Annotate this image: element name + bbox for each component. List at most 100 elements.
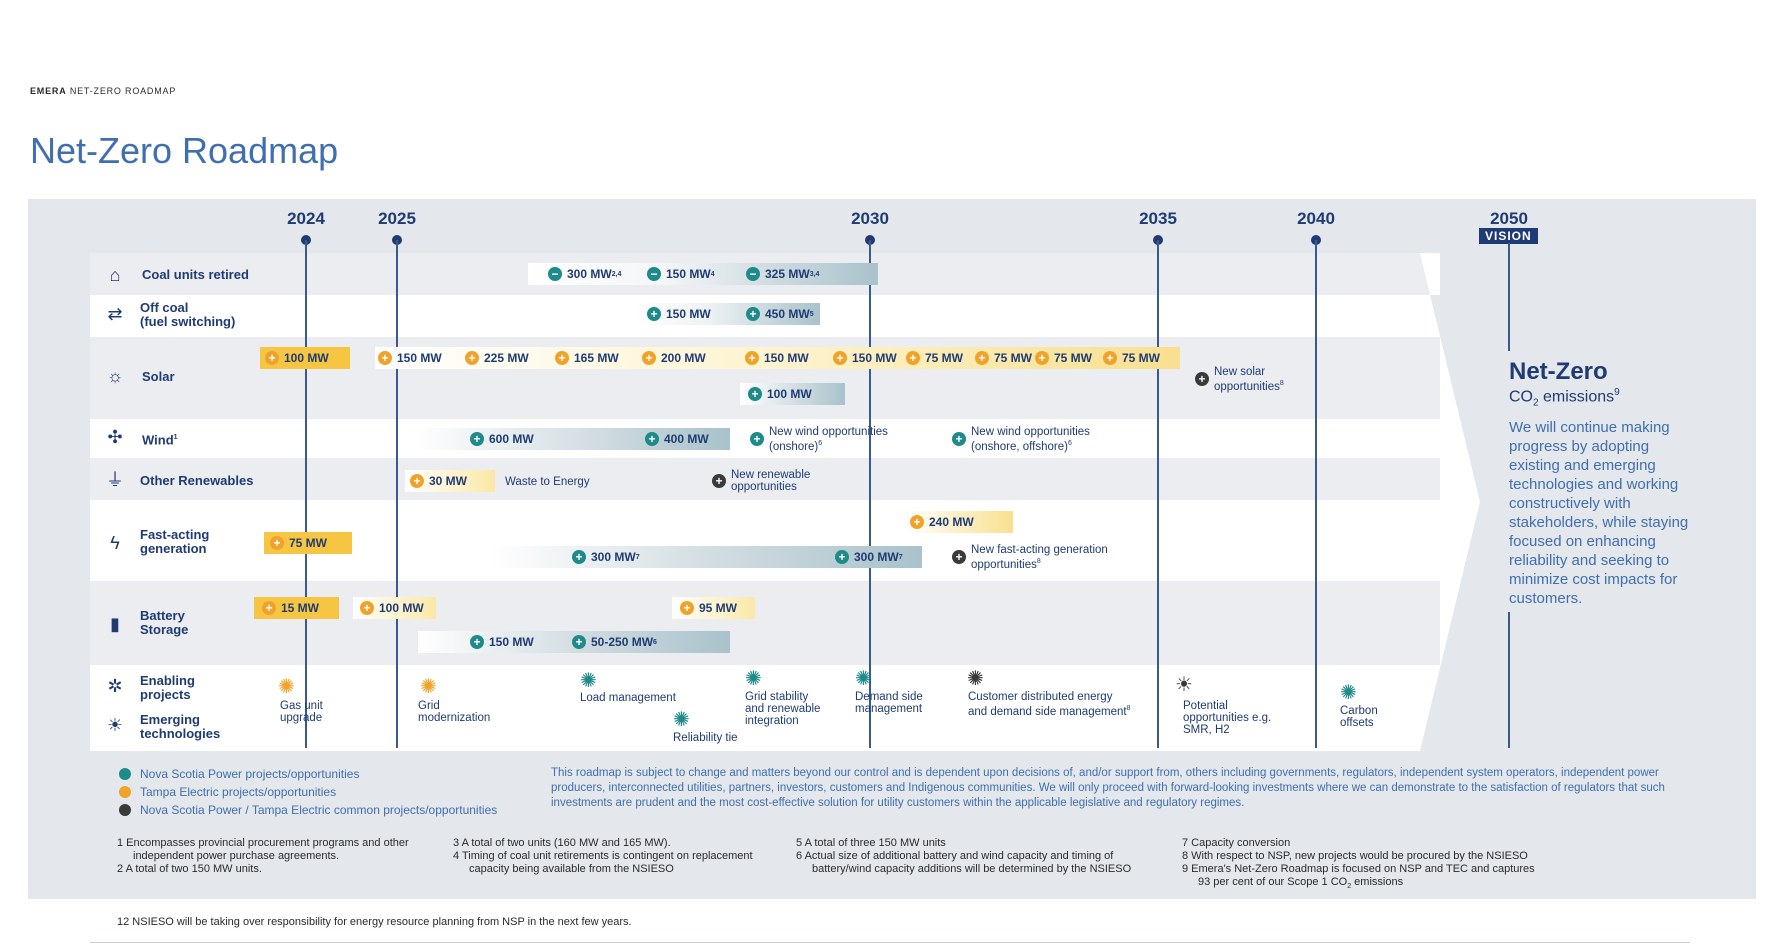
lightbulb-icon: ☀ — [106, 715, 124, 735]
roadmap-arrow — [90, 253, 1480, 751]
footnote-3: 3 A total of two units (160 MW and 165 M… — [453, 837, 671, 849]
battery-item: +150 MW — [470, 631, 534, 653]
legend-tec: Tampa Electric projects/opportunities — [140, 785, 337, 799]
year-2040: 2040 — [1297, 209, 1335, 228]
timeline-line — [1315, 240, 1317, 748]
row-label-coal: Coal units retired — [142, 267, 249, 282]
battery-item: +95 MW — [680, 597, 737, 619]
legend-common: Nova Scotia Power / Tampa Electric commo… — [140, 803, 498, 817]
disclaimer-text: This roadmap is subject to change and ma… — [551, 767, 1665, 809]
legend-nsp: Nova Scotia Power projects/opportunities — [140, 767, 360, 781]
footnote-12: 12 NSIESO will be taking over responsibi… — [117, 916, 632, 928]
solar-item: +225 MW — [465, 347, 529, 369]
footnote-4: 4 Timing of coal unit retirements is con… — [453, 850, 753, 875]
wind-new-onshore: +New wind opportunities(onshore)6 — [750, 426, 888, 452]
wind-new-offshore: +New wind opportunities(onshore, offshor… — [952, 426, 1090, 452]
solar-item: +165 MW — [555, 347, 619, 369]
gear-network-icon: ✺ — [673, 709, 690, 731]
netzero-title: Net-Zero — [1509, 358, 1608, 385]
page-kicker: EMERA NET-ZERO ROADMAP — [30, 86, 177, 96]
solar-item: +100 MW — [748, 383, 812, 405]
solar-item: +150 MW — [745, 347, 809, 369]
gear-network-icon: ✺ — [967, 668, 984, 690]
footnote-5: 5 A total of three 150 MW units — [796, 837, 946, 849]
row-label-offcoal: Off coal(fuel switching) — [140, 300, 236, 329]
row-label-other: Other Renewables — [140, 473, 254, 488]
year-2024: 2024 — [287, 209, 325, 228]
fast-bar-tec-2032 — [905, 511, 1013, 533]
fast-item: +240 MW — [910, 511, 974, 533]
solar-bar-nsp — [740, 383, 845, 405]
row-label-wind: Wind1 — [142, 432, 178, 448]
network-icon: ✲ — [107, 676, 123, 696]
timeline-line — [1508, 612, 1510, 748]
gear-network-icon: ✺ — [580, 670, 597, 692]
footnote-6: 6 Actual size of additional battery and … — [796, 850, 1132, 875]
solar-item: +75 MW — [906, 347, 963, 369]
footer-divider — [90, 942, 1690, 943]
offcoal-item: +150 MW — [647, 303, 711, 325]
vision-badge: VISION — [1479, 228, 1538, 244]
battery-item: +15 MW — [262, 597, 319, 619]
year-2025: 2025 — [378, 209, 416, 228]
wind-item: +600 MW — [470, 428, 534, 450]
solar-item: +75 MW — [1035, 347, 1092, 369]
load-management-label: Load management — [580, 692, 676, 704]
gear-network-icon: ✺ — [1340, 682, 1357, 704]
footnote-9: 9 Emera's Net-Zero Roadmap is focused on… — [1182, 863, 1535, 891]
timeline-line — [869, 240, 871, 748]
wind-turbine-icon: ✣ — [107, 427, 123, 447]
legend-dot-common — [119, 804, 131, 816]
footnote-2: 2 A total of two 150 MW units. — [117, 863, 262, 875]
footnote-1: 1 Encompasses provincial procurement pro… — [117, 837, 409, 862]
battery-bar-tec-2025 — [353, 597, 436, 619]
gear-network-icon: ✺ — [420, 676, 437, 698]
legend-dot-nsp — [119, 768, 131, 780]
battery-bar-tec-2024 — [254, 597, 339, 619]
solar-item: +200 MW — [642, 347, 706, 369]
gear-network-icon: ✺ — [855, 668, 872, 690]
other-item: +30 MW — [410, 470, 467, 492]
page-title: Net-Zero Roadmap — [30, 130, 339, 171]
timeline-line — [1157, 240, 1159, 748]
footnote-7: 7 Capacity conversion — [1182, 837, 1291, 849]
timeline-line — [1508, 243, 1510, 351]
lightning-icon: ϟ — [110, 533, 120, 553]
offcoal-bar — [635, 303, 820, 325]
switch-icon: ⇄ — [107, 304, 123, 324]
waste-to-energy-label: Waste to Energy — [505, 476, 590, 488]
wind-item: +400 MW — [645, 428, 709, 450]
row-label-solar: Solar — [142, 369, 175, 384]
solar-item: +100 MW — [265, 347, 329, 369]
coal-plant-icon: ⌂ — [109, 265, 121, 285]
solar-item: +150 MW — [833, 347, 897, 369]
timeline-line — [305, 240, 307, 748]
plug-icon: ⏚ — [106, 470, 124, 490]
fast-item: +75 MW — [270, 532, 327, 554]
solar-item: +150 MW — [378, 347, 442, 369]
fast-bar-nsp — [490, 546, 922, 568]
lightbulb-icon: ☀ — [1175, 674, 1193, 696]
solar-bar-tec-2024 — [260, 347, 350, 369]
gear-network-icon: ✺ — [745, 668, 762, 690]
battery-bar-tec-2028 — [672, 597, 755, 619]
